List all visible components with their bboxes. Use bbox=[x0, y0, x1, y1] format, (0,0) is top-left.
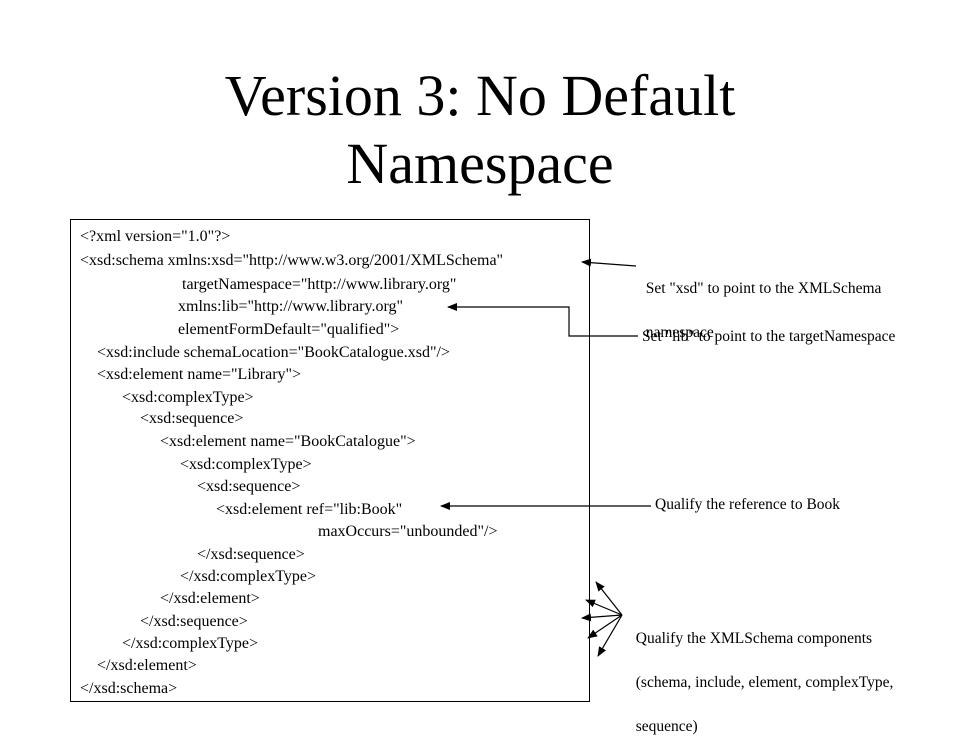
slide-title-line-2: Namespace bbox=[346, 131, 614, 196]
annotation-components-line-2: (schema, include, element, complexType, bbox=[635, 674, 894, 691]
code-line-xml-declaration: <?xml version="1.0"?> bbox=[80, 228, 231, 245]
arrow-fan-to-components bbox=[581, 581, 623, 657]
code-line-element-library-close: </xsd:element> bbox=[97, 657, 197, 674]
code-line-element-book-ref: <xsd:element ref="lib:Book" bbox=[216, 501, 403, 518]
code-line-target-namespace: targetNamespace="http://www.library.org" bbox=[182, 276, 457, 293]
annotation-xsd-namespace: Set "xsd" to point to the XMLSchema name… bbox=[638, 256, 882, 344]
code-line-inner-sequence-open: <xsd:sequence> bbox=[197, 478, 301, 495]
code-line-element-library: <xsd:element name="Library"> bbox=[97, 366, 302, 383]
slide-title: Version 3: No Default Namespace bbox=[0, 62, 960, 198]
code-line-schema-open: <xsd:schema xmlns:xsd="http://www.w3.org… bbox=[80, 252, 504, 269]
annotation-components-line-3: sequence) bbox=[635, 718, 698, 735]
slide-title-line-1: Version 3: No Default bbox=[224, 63, 736, 128]
code-line-complextype-close: </xsd:complexType> bbox=[122, 635, 259, 652]
annotation-book-reference: Qualify the reference to Book bbox=[655, 496, 841, 513]
code-line-schema-close: </xsd:schema> bbox=[80, 680, 178, 697]
code-line-include: <xsd:include schemaLocation="BookCatalog… bbox=[97, 344, 450, 361]
code-line-max-occurs: maxOccurs="unbounded"/> bbox=[318, 523, 498, 540]
annotation-arrows bbox=[440, 258, 651, 657]
annotation-xsd-line-2: namespace bbox=[645, 324, 714, 341]
annotation-lib-namespace: Set "lib" to point to the targetNamespac… bbox=[642, 328, 896, 345]
code-line-xmlns-lib: xmlns:lib="http://www.library.org" bbox=[178, 298, 404, 315]
annotation-xsd-line-1: Set "xsd" to point to the XMLSchema bbox=[645, 280, 882, 297]
code-line-element-bookcatalogue: <xsd:element name="BookCatalogue"> bbox=[160, 433, 416, 450]
code-box bbox=[70, 219, 590, 702]
arrow-to-xmlns-lib bbox=[447, 303, 638, 337]
code-line-inner-complextype-open: <xsd:complexType> bbox=[180, 456, 312, 473]
annotation-components-line-1: Qualify the XMLSchema components bbox=[635, 630, 873, 647]
code-line-inner-complextype-close: </xsd:complexType> bbox=[180, 568, 317, 585]
code-line-sequence-close: </xsd:sequence> bbox=[140, 613, 248, 630]
code-line-element-bookcatalogue-close: </xsd:element> bbox=[160, 590, 260, 607]
arrow-to-xsd-namespace bbox=[581, 258, 637, 267]
code-line-inner-sequence-close: </xsd:sequence> bbox=[197, 546, 305, 563]
code-line-sequence-open: <xsd:sequence> bbox=[140, 410, 244, 427]
code-line-element-form-default: elementFormDefault="qualified"> bbox=[178, 321, 400, 338]
code-line-complextype-open: <xsd:complexType> bbox=[122, 389, 254, 406]
